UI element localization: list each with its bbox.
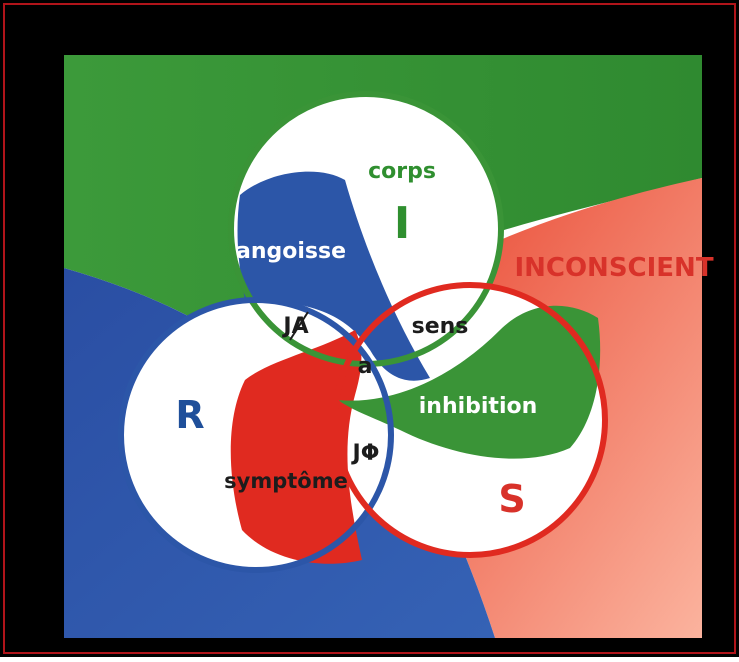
- label-symptome: symptôme: [224, 469, 348, 493]
- label-inhibition: inhibition: [419, 394, 538, 419]
- label-corps: corps: [368, 159, 436, 184]
- label-r: R: [175, 393, 204, 437]
- label-s: S: [498, 477, 525, 521]
- label-sens: sens: [412, 314, 469, 339]
- label-a: a: [358, 354, 373, 379]
- label-inconscient: INCONSCIENT: [514, 253, 713, 283]
- label-angoisse: angoisse: [236, 239, 346, 264]
- label-jphi: JΦ: [351, 441, 380, 466]
- label-i: I: [394, 198, 410, 249]
